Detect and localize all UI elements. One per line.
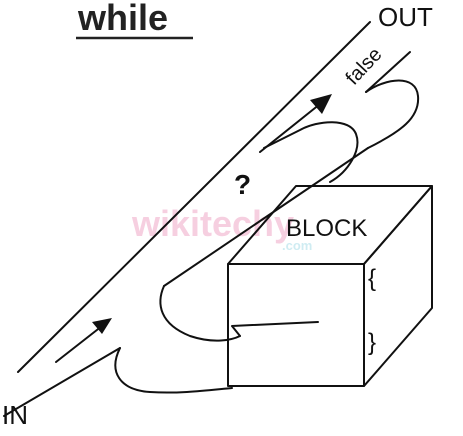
out-arrow [259,94,332,153]
main-channel-lower-edge-upper [365,51,411,93]
label-false: false [342,44,387,90]
label-block: BLOCK [286,215,367,242]
loop-into-block-curve [114,347,233,394]
main-channel-upper-edge [17,21,371,373]
loop-block-entry [231,321,319,337]
in-arrow [55,318,112,363]
svg-text:.com: .com [282,238,312,253]
svg-text:wikitechy: wikitechy [131,203,294,244]
label-condition: ? [234,169,251,200]
loop-return-outer [365,79,420,149]
brace-close: } [368,329,376,356]
diagram-title: while [77,0,168,38]
block-box [227,185,433,387]
watermark-logo: wikitechy .com [131,203,312,253]
main-channel-lower-edge [3,347,121,417]
loop-inner-curve [159,285,241,342]
main-channel-lower-edge-mid [163,147,369,287]
brace-open: { [368,265,376,292]
label-out: OUT [378,2,433,32]
loop-return-inner [263,121,359,183]
label-in: IN [2,400,28,430]
